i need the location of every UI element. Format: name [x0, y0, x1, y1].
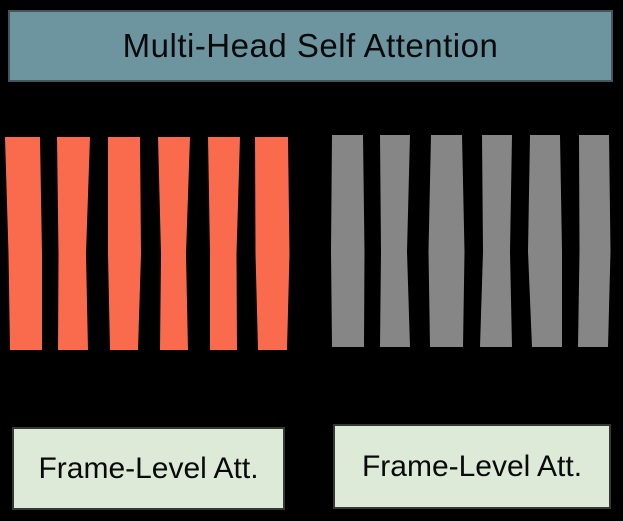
- left-head-bar: [108, 137, 141, 350]
- right-head-bar: [578, 135, 611, 347]
- left-head-bar: [5, 137, 42, 350]
- right-head-bar: [428, 135, 465, 347]
- frame-level-att-label-left: Frame-Level Att.: [38, 451, 259, 485]
- multi-head-self-attention-label: Multi-Head Self Attention: [122, 27, 499, 64]
- left-head-bar: [208, 137, 240, 350]
- left-head-bar: [255, 137, 290, 350]
- frame-level-att-box-right: Frame-Level Att.: [333, 424, 611, 509]
- left-head-bar: [57, 137, 90, 350]
- right-head-bar: [528, 135, 562, 347]
- right-head-bar: [480, 135, 512, 347]
- frame-level-att-box-left: Frame-Level Att.: [12, 427, 285, 510]
- right-head-bar: [331, 135, 365, 347]
- right-head-bar: [380, 135, 410, 347]
- multi-head-self-attention-box: Multi-Head Self Attention: [8, 10, 613, 82]
- frame-level-att-label-right: Frame-Level Att.: [361, 449, 583, 483]
- left-head-bar: [158, 137, 190, 350]
